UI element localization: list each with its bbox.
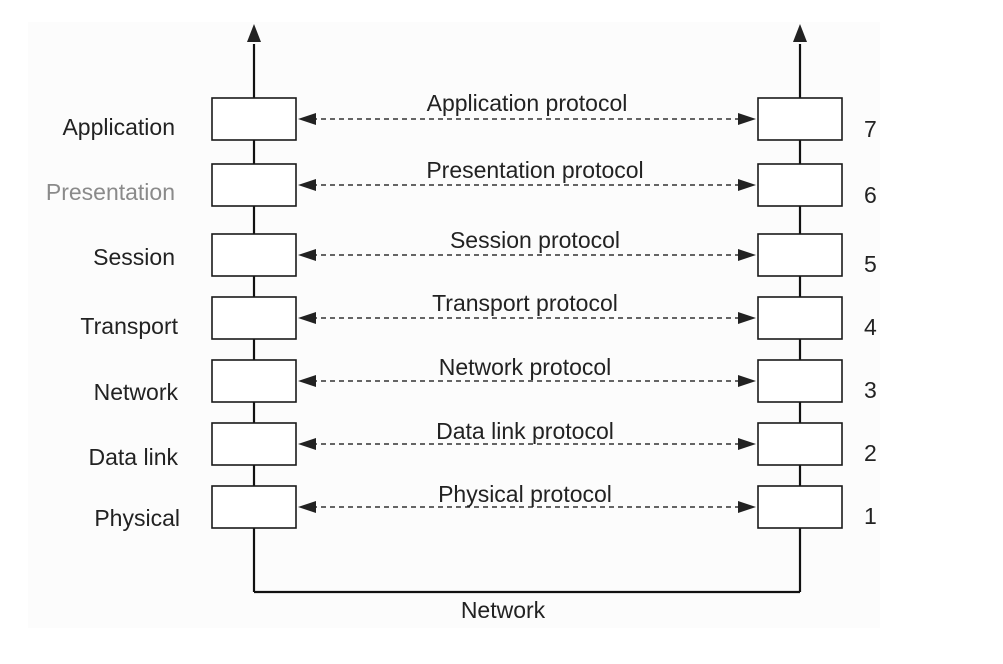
left-arrowhead-icon <box>298 312 316 324</box>
layer-name-transport: Transport <box>80 313 178 339</box>
layer-name-session: Session <box>93 244 175 270</box>
layer-number-7: 7 <box>864 116 877 142</box>
right-arrowhead-icon <box>738 179 756 191</box>
right-arrowhead-icon <box>738 375 756 387</box>
right-arrowhead-icon <box>738 113 756 125</box>
left-up-arrow-icon <box>247 24 261 42</box>
left-arrowhead-icon <box>298 113 316 125</box>
protocol-label-data-link: Data link protocol <box>436 418 614 444</box>
left-application-box <box>211 97 297 141</box>
network-label: Network <box>461 597 546 623</box>
protocol-label-physical: Physical protocol <box>438 481 612 507</box>
layer-row-application: Application Application protocol 7 <box>62 90 876 142</box>
layer-name-presentation: Presentation <box>46 179 175 205</box>
left-arrowhead-icon <box>298 179 316 191</box>
layer-row-session: Session Session protocol 5 <box>93 227 877 277</box>
right-presentation-box <box>757 163 843 207</box>
layer-name-application: Application <box>62 114 175 140</box>
layer-name-network: Network <box>94 379 179 405</box>
left-data-link-box <box>211 422 297 466</box>
layer-row-physical: Physical Physical protocol 1 <box>94 481 876 531</box>
layer-number-3: 3 <box>864 377 877 403</box>
left-arrowhead-icon <box>298 249 316 261</box>
right-arrowhead-icon <box>738 501 756 513</box>
right-physical-box <box>757 485 843 529</box>
layer-number-5: 5 <box>864 251 877 277</box>
protocol-label-presentation: Presentation protocol <box>426 157 643 183</box>
left-transport-box <box>211 296 297 340</box>
right-transport-box <box>757 296 843 340</box>
layer-number-6: 6 <box>864 182 877 208</box>
layer-row-network: Network Network protocol 3 <box>94 354 877 405</box>
layer-rows: Application Application protocol 7 Prese… <box>46 90 877 531</box>
right-arrowhead-icon <box>738 249 756 261</box>
right-arrowhead-icon <box>738 438 756 450</box>
left-arrowhead-icon <box>298 501 316 513</box>
layer-row-data-link: Data link Data link protocol 2 <box>89 418 877 470</box>
protocol-label-application: Application protocol <box>427 90 628 116</box>
layer-number-2: 2 <box>864 440 877 466</box>
left-arrowhead-icon <box>298 375 316 387</box>
layer-row-transport: Transport Transport protocol 4 <box>80 290 877 340</box>
protocol-label-network: Network protocol <box>439 354 612 380</box>
right-application-box <box>757 97 843 141</box>
right-up-arrow-icon <box>793 24 807 42</box>
left-presentation-box <box>211 163 297 207</box>
layer-number-1: 1 <box>864 503 877 529</box>
right-session-box <box>757 233 843 277</box>
left-physical-box <box>211 485 297 529</box>
protocol-label-session: Session protocol <box>450 227 620 253</box>
protocol-label-transport: Transport protocol <box>432 290 618 316</box>
left-arrowhead-icon <box>298 438 316 450</box>
left-session-box <box>211 233 297 277</box>
right-arrowhead-icon <box>738 312 756 324</box>
layer-name-data-link: Data link <box>89 444 179 470</box>
right-network-box <box>757 359 843 403</box>
layer-row-presentation: Presentation Presentation protocol 6 <box>46 157 877 208</box>
layer-name-physical: Physical <box>94 505 180 531</box>
layer-number-4: 4 <box>864 314 877 340</box>
right-data-link-box <box>757 422 843 466</box>
left-network-box <box>211 359 297 403</box>
